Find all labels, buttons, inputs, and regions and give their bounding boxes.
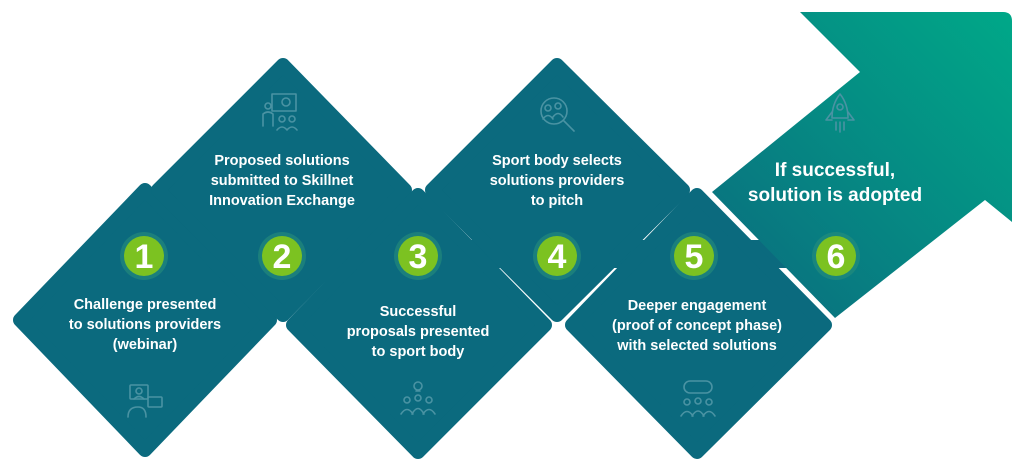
step-5-badge: 5 bbox=[670, 232, 718, 280]
step-3-label: Successful proposals presented to sport … bbox=[346, 304, 490, 360]
step-1-label: Challenge presented to solutions provide… bbox=[68, 297, 222, 353]
team-idea-icon bbox=[400, 381, 436, 415]
step-1-badge: 1 bbox=[120, 232, 168, 280]
step-3-number: 3 bbox=[409, 238, 428, 276]
step-5-label: Deeper engagement (proof of concept phas… bbox=[612, 298, 782, 354]
step-1-diamond bbox=[13, 183, 277, 457]
search-people-icon bbox=[540, 97, 575, 132]
step-6-arrow bbox=[712, 12, 1012, 318]
step-4-number: 4 bbox=[548, 238, 567, 276]
step-3-diamond bbox=[286, 188, 552, 459]
rocket-icon bbox=[825, 93, 855, 133]
step-4-badge: 4 bbox=[533, 232, 581, 280]
discussion-icon bbox=[680, 380, 716, 417]
step-2-label: Proposed solutions submitted to Skillnet… bbox=[209, 153, 355, 209]
step-5-diamond bbox=[565, 188, 832, 459]
video-call-icon bbox=[127, 384, 163, 418]
step-2-diamond bbox=[151, 58, 412, 322]
step-2-badge: 2 bbox=[258, 232, 306, 280]
step-6-badge: 6 bbox=[812, 232, 860, 280]
step-4-diamond bbox=[425, 58, 690, 322]
step-3-badge: 3 bbox=[394, 232, 442, 280]
step-4-label: Sport body selects solutions providers t… bbox=[489, 153, 625, 209]
step-2-number: 2 bbox=[273, 238, 292, 276]
step-5-number: 5 bbox=[685, 238, 704, 276]
presentation-icon bbox=[262, 93, 298, 131]
step-6-number: 6 bbox=[827, 238, 846, 276]
step-6-label: If successful, solution is adopted bbox=[747, 160, 923, 206]
step-1-number: 1 bbox=[135, 238, 154, 276]
